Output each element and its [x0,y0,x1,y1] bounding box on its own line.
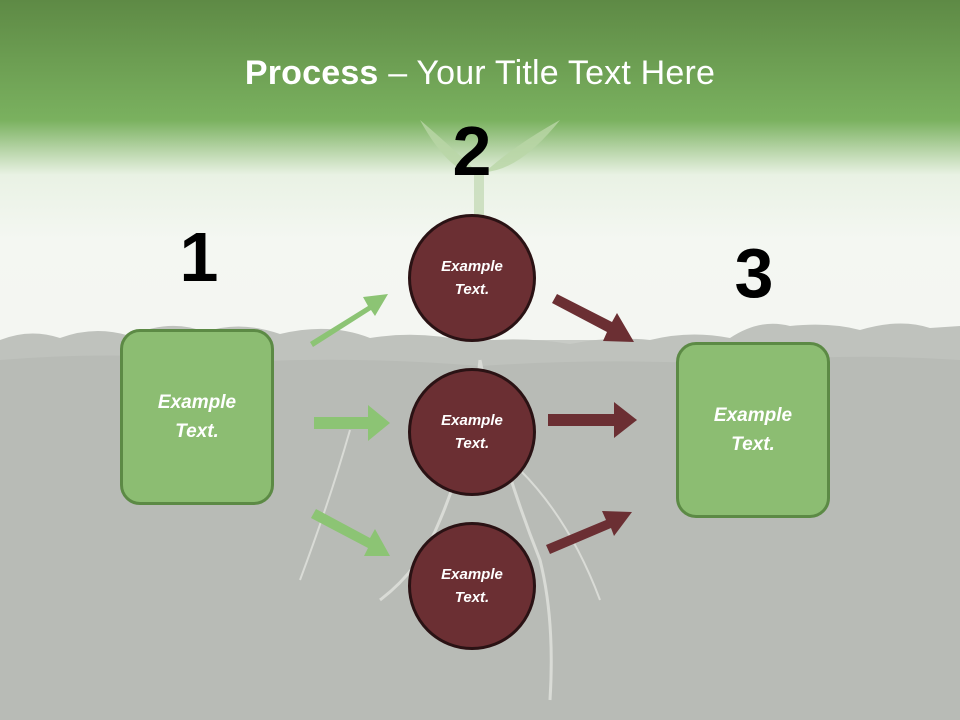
circle-middle-line1: Example [441,412,503,429]
step-1-line2: Text. [175,421,219,442]
slide-title: Process – Your Title Text Here [0,54,960,93]
title-bold: Process [244,54,379,92]
maroon-arrow-right [548,402,637,438]
step-3-line2: Text. [731,434,775,455]
maroon-arrow-down [552,294,634,342]
maroon-arrow-up [546,511,632,554]
step-number-3: 3 [734,234,774,312]
circle-bottom-line2: Text. [454,589,490,606]
circle-top-line1: Example [441,258,503,275]
green-arrow-down [311,509,390,556]
circle-middle-line2: Text. [454,435,490,452]
step-number-1: 1 [179,218,219,296]
green-arrow-right [314,405,390,441]
green-arrow-up [310,294,388,347]
step-3-line1: Example [713,405,793,426]
step-number-2: 2 [452,112,492,190]
title-rest: – Your Title Text Here [378,54,716,92]
circle-top-line2: Text. [454,281,490,298]
circle-bottom-line1: Example [441,566,503,583]
step-1-line1: Example [157,392,237,413]
